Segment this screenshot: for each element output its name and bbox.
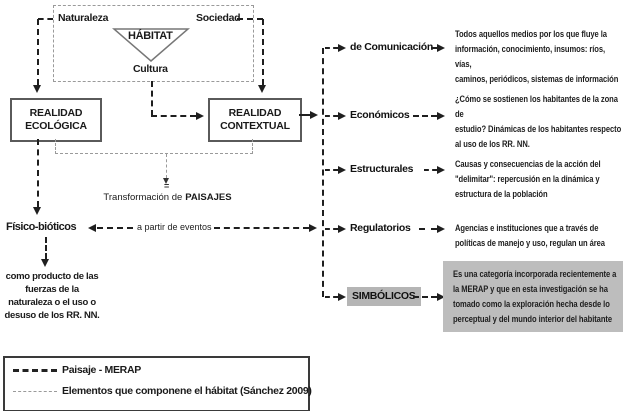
connector-to-paisajes: [166, 154, 167, 178]
spine-stub-simbolicos: [325, 296, 338, 298]
arrowhead-simbolicos-desc: [437, 293, 445, 301]
product-note: como producto de las fuerzas de la natur…: [4, 271, 100, 321]
habitat-label: HÁBITAT: [128, 30, 173, 42]
dash-regulatorios-desc: [419, 228, 437, 230]
transformacion-prefix: Transformación de: [103, 192, 183, 203]
connector-naturaleza-h: [38, 18, 53, 20]
fisico-bioticos-label: Físico-bióticos: [6, 221, 77, 233]
arrowhead-into-fisico: [88, 224, 96, 232]
legend-label-elementos-habitat: Elementos que componene el hábitat (Sánc…: [62, 385, 312, 397]
spine-stub-estructurales: [325, 169, 338, 171]
connector-under-boxes: [55, 153, 253, 154]
stub-under-contextual: [252, 139, 253, 154]
description-estructurales: Causas y consecuencias de la acción del …: [455, 159, 601, 200]
sociedad-label: Sociedad: [196, 12, 241, 24]
naturaleza-label: Naturaleza: [58, 12, 109, 24]
dash-simbolicos-desc: [413, 296, 437, 298]
category-label-simbolicos: SIMBÓLICOS: [347, 287, 421, 306]
legend-sample-bold-dashed: [13, 369, 57, 372]
connector-sociedad-v: [262, 19, 264, 85]
arrowhead-regulatorios-desc: [437, 225, 445, 233]
legend-label-paisaje-merap: Paisaje - MERAP: [62, 364, 141, 376]
arrowhead-cultura-contextual: [196, 112, 204, 120]
connector-sociedad-h: [237, 18, 263, 20]
description-regulatorios: Agencias e instituciones que a través de…: [455, 223, 605, 249]
connector-eventos-right: [214, 227, 309, 229]
connector-cultura-v: [151, 81, 153, 116]
arrowhead-estructurales-desc: [437, 166, 445, 174]
description-economicos: ¿Cómo se sostienen los habitantes de la …: [455, 94, 622, 150]
arrowhead-regulatorios: [338, 225, 346, 233]
category-label-estructurales: Estructurales: [350, 163, 414, 175]
arrowhead-fisico: [33, 207, 41, 215]
category-label-economicos: Económicos: [350, 109, 410, 121]
dash-comunicacion-desc: [431, 47, 437, 49]
arrowhead-economicos-desc: [437, 112, 445, 120]
description-simbolicos-box: [443, 261, 623, 332]
description-simbolicos: Es una categoría incorporada recientemen…: [453, 269, 617, 325]
arrowhead-comunicacion-desc: [437, 44, 445, 52]
arrowhead-contextual-spine: [310, 111, 318, 119]
category-label-regulatorios: Regulatorios: [350, 222, 411, 234]
spine-stub-economicos: [325, 115, 338, 117]
arrowhead-eventos-spine: [309, 224, 317, 232]
equals-sign: =: [164, 181, 169, 191]
connector-cultura-h: [151, 115, 196, 117]
arrowhead-economicos: [338, 112, 346, 120]
category-label-comunicacion: de Comunicación: [350, 41, 434, 53]
realidad-contextual-box: REALIDAD CONTEXTUAL: [208, 98, 302, 142]
description-comunicacion: Todos aquellos medios por los que fluye …: [455, 29, 619, 85]
arrowhead-estructurales: [338, 166, 346, 174]
connector-naturaleza-v: [37, 19, 39, 85]
arrowhead-to-ecologica: [33, 85, 41, 93]
arrowhead-to-contextual: [258, 85, 266, 93]
habitat-dashed-box: [53, 5, 254, 82]
connector-fisico-product: [45, 237, 47, 259]
habitat-triangle: [112, 28, 190, 62]
category-spine: [322, 48, 324, 297]
spine-stub-comunicacion: [325, 47, 338, 49]
arrowhead-product: [41, 259, 49, 267]
arrowhead-paisajes: [163, 178, 169, 184]
legend-sample-thin-dashed: [13, 391, 57, 392]
connector-eventos-left: [97, 227, 133, 229]
legend-box: [3, 356, 310, 411]
realidad-ecologica-box: REALIDAD ECOLÓGICA: [10, 98, 102, 142]
cultura-label: Cultura: [133, 63, 168, 75]
dash-economicos-desc: [413, 115, 437, 117]
connector-contextual-right: [299, 114, 310, 116]
connector-ecologica-fisico: [37, 139, 39, 207]
dash-estructurales-desc: [424, 169, 437, 171]
stub-under-ecologica: [55, 139, 56, 154]
arrowhead-simbolicos: [338, 293, 346, 301]
arrowhead-comunicacion: [338, 44, 346, 52]
transformacion-emph: PAISAJES: [185, 192, 232, 203]
spine-stub-regulatorios: [325, 228, 338, 230]
eventos-label: a partir de eventos: [137, 222, 212, 232]
